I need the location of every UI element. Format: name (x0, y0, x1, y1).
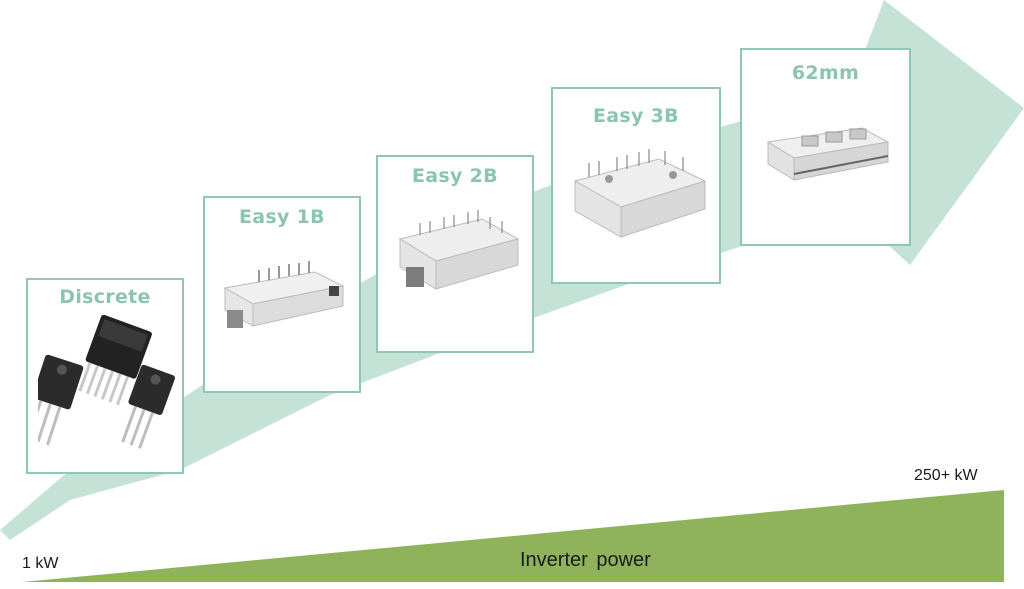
package-title: Easy 2B (412, 165, 498, 187)
package-card-discrete: Discrete (26, 278, 184, 474)
inverter-power-label: Inverter power (520, 549, 651, 571)
power-max-label: 250+ kW (914, 467, 978, 484)
package-card-easy-1b: Easy 1B (203, 196, 361, 393)
power-min-label: 1 kW (22, 555, 59, 572)
easy-2b-module-image (398, 210, 520, 290)
package-card-easy-3b: Easy 3B (551, 87, 721, 284)
package-card-62mm: 62mm (740, 48, 911, 246)
package-title: 62mm (791, 62, 860, 84)
package-title: Discrete (59, 286, 151, 308)
discrete-transistors-image (38, 314, 175, 449)
62mm-module-image (766, 127, 890, 181)
package-title: Easy 3B (593, 105, 679, 127)
easy-3b-module-image (573, 149, 707, 238)
package-card-easy-2b: Easy 2B (376, 155, 534, 353)
package-title: Easy 1B (239, 206, 325, 228)
inverter-power-wedge (22, 490, 1004, 582)
easy-1b-module-image (223, 261, 345, 328)
